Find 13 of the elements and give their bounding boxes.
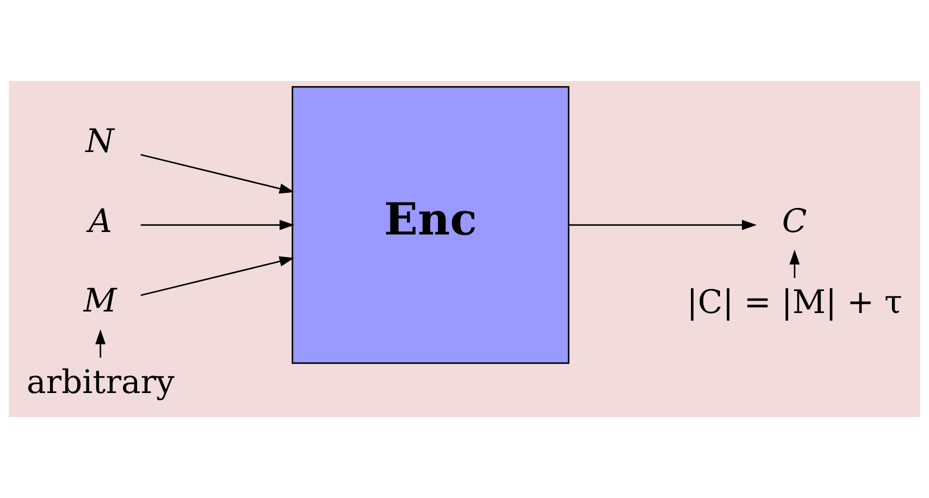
node-box: Enc [292, 86, 570, 364]
node-text: N [86, 122, 114, 160]
node-text: A [88, 202, 112, 240]
node-text: arbitrary [26, 362, 175, 401]
arrow [140, 154, 294, 194]
node-text: M [83, 282, 117, 320]
arrow [569, 220, 757, 230]
arrow [95, 329, 106, 358]
node-text: |C| = |M| + τ [686, 283, 902, 322]
arrow [140, 256, 294, 296]
arrow [789, 250, 800, 278]
node-text: C [782, 202, 807, 240]
arrow [140, 220, 294, 230]
